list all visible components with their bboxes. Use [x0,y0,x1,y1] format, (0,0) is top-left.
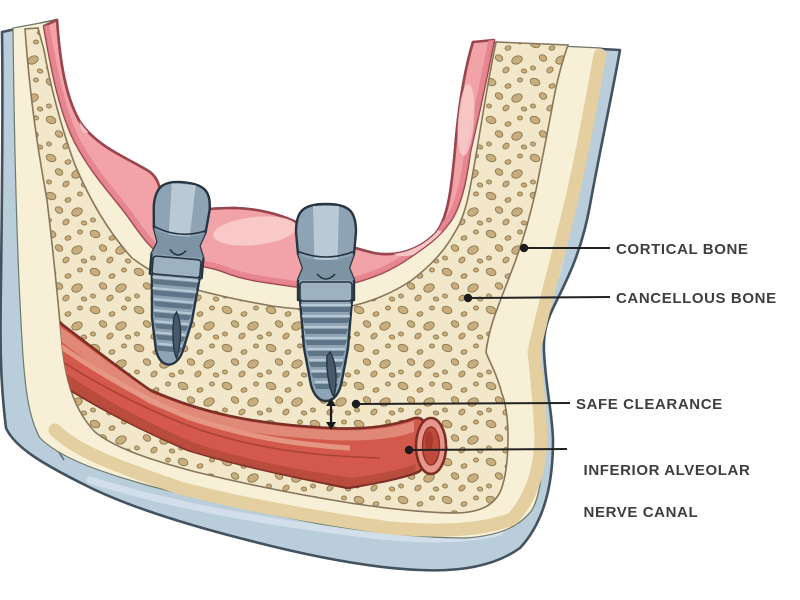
outer-cortical-band [48,48,607,537]
label-safe-clearance: SAFE CLEARANCE [576,396,723,413]
annotation-dots [351,243,529,455]
nerve-canal [26,298,448,490]
clearance-arrow [326,398,336,430]
label-nerve-canal: INFERIOR ALVEOLAR NERVE CANAL [574,439,750,523]
implant-flute-right [326,350,337,399]
label-cancellous-bone: CANCELLOUS BONE [616,290,777,307]
annotation-lines [355,247,611,451]
implant-threads-right [301,303,351,389]
nerve-canal-opening [414,416,448,476]
label-nerve-canal-line1: INFERIOR ALVEOLAR [583,462,751,479]
label-nerve-canal-line2: NERVE CANAL [583,504,699,521]
dental-implant-left [148,180,212,366]
label-cortical-bone: CORTICAL BONE [616,241,749,258]
implant-flute-left [172,310,182,361]
dental-implant-right [294,202,358,403]
